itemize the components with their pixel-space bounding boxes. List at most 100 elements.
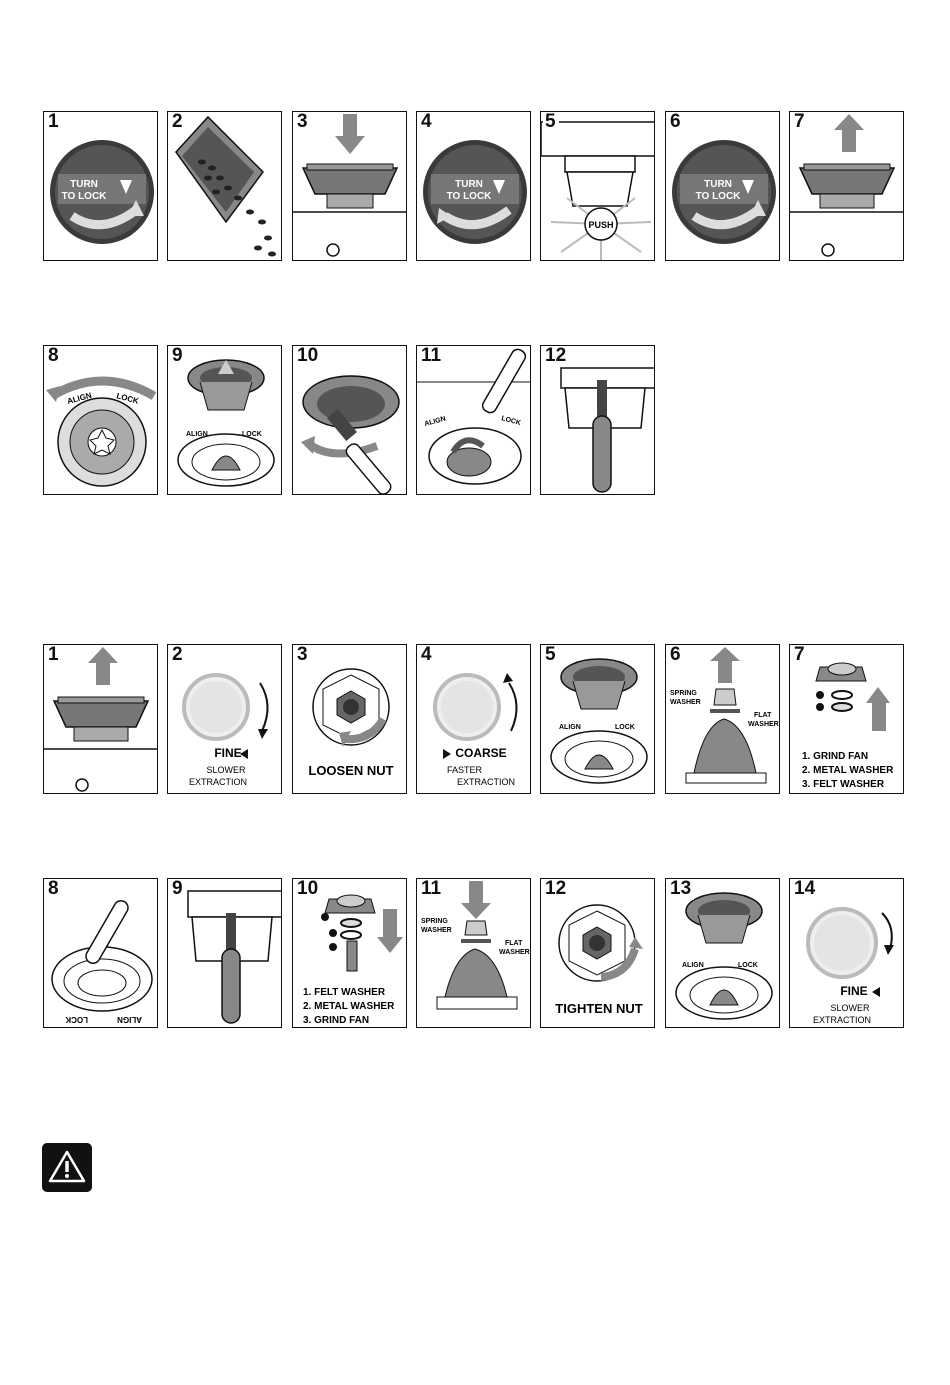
panel-r4-13: 13 ALIGN LOCK <box>665 878 780 1028</box>
sub-label-2: EXTRACTION <box>813 1015 871 1025</box>
panel-r2-8: 8 ALIGN LOCK <box>43 345 158 495</box>
sub-label-2: EXTRACTION <box>189 777 247 787</box>
lock-label: LOCK <box>615 724 635 731</box>
panel-r2-10: 10 <box>292 345 407 495</box>
brush-chamber-illustration: ALIGN LOCK <box>417 348 530 494</box>
dial-text-1: TURN <box>704 179 732 190</box>
step-number: 2 <box>170 112 186 133</box>
grind-dial-fine-illustration: FINE SLOWER EXTRACTION <box>182 673 269 787</box>
step-number: 2 <box>170 645 186 666</box>
flat-washer-label-2: WASHER <box>748 721 779 728</box>
dial-text-1: TURN <box>70 179 98 190</box>
panel-r1-4: 4 TURN TO LOCK <box>416 111 531 261</box>
dial-text-2: TO LOCK <box>696 191 742 202</box>
panel-r3-1: 1 <box>43 644 158 794</box>
panel-r3-6: 6 SPRING WASHER FLAT WASHER <box>665 644 780 794</box>
step-number: 4 <box>419 112 435 133</box>
align-label: ALIGN <box>186 431 208 438</box>
step-number: 14 <box>792 879 819 900</box>
panel-r2-11: 11 ALIGN LOCK <box>416 345 531 495</box>
step-number: 7 <box>792 112 808 133</box>
step-number: 12 <box>543 879 570 900</box>
lock-label: LOCK <box>65 1015 88 1024</box>
spring-washer-label-2: WASHER <box>421 927 452 934</box>
panel-r4-10: 10 1. FELT WASHER 2. METAL WASHER 3. GRI… <box>292 878 407 1028</box>
panel-r3-4: 4 COARSE FASTER EXTRACTION <box>416 644 531 794</box>
lock-label: LOCK <box>500 415 521 427</box>
push-button-illustration: PUSH <box>541 121 654 260</box>
spring-washer-label-1: SPRING <box>670 690 697 697</box>
dial-illustration: TURN TO LOCK <box>50 140 154 244</box>
beans-pouring-illustration <box>175 115 276 257</box>
fine-label: FINE <box>214 746 241 760</box>
burr-align-illustration: ALIGN LOCK <box>46 376 157 487</box>
step-number: 10 <box>295 346 322 367</box>
brush-burr-illustration <box>301 375 400 494</box>
step-number: 9 <box>170 346 186 367</box>
dial-text-1: TURN <box>455 179 483 190</box>
brush-chute-illustration <box>560 367 654 493</box>
align-label: ALIGN <box>682 962 704 969</box>
step-number: 1 <box>46 112 62 133</box>
flat-washer-label-2: WASHER <box>499 949 530 956</box>
grind-fan-reassemble-illustration: 1. FELT WASHER 2. METAL WASHER 3. GRIND … <box>303 894 403 1026</box>
panel-r3-5: 5 ALIGN LOCK <box>540 644 655 794</box>
panel-r4-11: 11 SPRING WASHER FLAT WASHER <box>416 878 531 1028</box>
hopper-remove-illustration <box>44 647 157 793</box>
fine-label: FINE <box>840 984 867 998</box>
step-number: 3 <box>295 112 311 133</box>
tighten-nut-illustration: TIGHTEN NUT <box>555 904 643 1016</box>
step-number: 7 <box>792 645 808 666</box>
step-number: 3 <box>295 645 311 666</box>
step-number: 6 <box>668 112 684 133</box>
step-number: 11 <box>419 879 445 900</box>
panel-r2-12: 12 <box>540 345 655 495</box>
list-item-3: 3. FELT WASHER <box>802 779 885 790</box>
washer-assemble-illustration: SPRING WASHER FLAT WASHER <box>421 881 530 1010</box>
dial-text-2: TO LOCK <box>447 191 493 202</box>
flat-washer-label-1: FLAT <box>505 940 523 947</box>
coarse-label: COARSE <box>455 746 506 760</box>
align-label: ALIGN <box>117 1015 142 1024</box>
grind-dial-coarse-illustration: COARSE FASTER EXTRACTION <box>433 673 518 787</box>
hopper-remove-illustration <box>790 114 903 260</box>
burr-insert-illustration: ALIGN LOCK <box>675 892 773 1020</box>
dial-illustration: TURN TO LOCK <box>672 140 776 244</box>
list-item-1: 1. GRIND FAN <box>802 751 868 762</box>
tighten-nut-label: TIGHTEN NUT <box>555 1001 642 1016</box>
loosen-nut-illustration: LOOSEN NUT <box>308 668 394 778</box>
list-item-2: 2. METAL WASHER <box>802 765 894 776</box>
burr-remove-illustration: ALIGN LOCK <box>550 658 648 784</box>
sub-label-1: SLOWER <box>830 1003 870 1013</box>
step-number: 4 <box>419 645 435 666</box>
list-item-3: 3. GRIND FAN <box>303 1015 369 1026</box>
step-number: 13 <box>668 879 695 900</box>
panel-r1-1: 1 TURN TO LOCK <box>43 111 158 261</box>
panel-r3-7: 7 1. GRIND FAN 2. METAL WASHER 3. FELT W… <box>789 644 904 794</box>
step-number: 6 <box>668 645 684 666</box>
flat-washer-label-1: FLAT <box>754 712 772 719</box>
panel-r3-2: 2 FINE SLOWER EXTRACTION <box>167 644 282 794</box>
panel-r1-2: 2 <box>167 111 282 261</box>
panel-r1-7: 7 <box>789 111 904 261</box>
panel-r4-9: 9 <box>167 878 282 1028</box>
burr-remove-illustration: ALIGN LOCK <box>177 359 275 487</box>
panel-r3-3: 3 LOOSEN NUT <box>292 644 407 794</box>
panel-r1-5: 5 PUSH <box>540 111 655 261</box>
step-number: 1 <box>46 645 62 666</box>
warning-triangle-icon <box>42 1143 92 1192</box>
dial-illustration: TURN TO LOCK <box>423 140 527 244</box>
sub-label-2: EXTRACTION <box>457 777 515 787</box>
sub-label-1: SLOWER <box>206 765 246 775</box>
brush-chute-illustration <box>187 890 281 1024</box>
loosen-nut-label: LOOSEN NUT <box>308 763 393 778</box>
dial-text-2: TO LOCK <box>62 191 108 202</box>
hopper-insert-illustration <box>293 114 406 260</box>
align-label: ALIGN <box>559 724 581 731</box>
step-number: 5 <box>543 645 559 666</box>
step-number: 5 <box>543 112 559 133</box>
brush-chamber-illustration: LOCK ALIGN <box>51 900 153 1024</box>
step-number: 9 <box>170 879 186 900</box>
panel-r1-6: 6 TURN TO LOCK <box>665 111 780 261</box>
step-number: 8 <box>46 346 62 367</box>
